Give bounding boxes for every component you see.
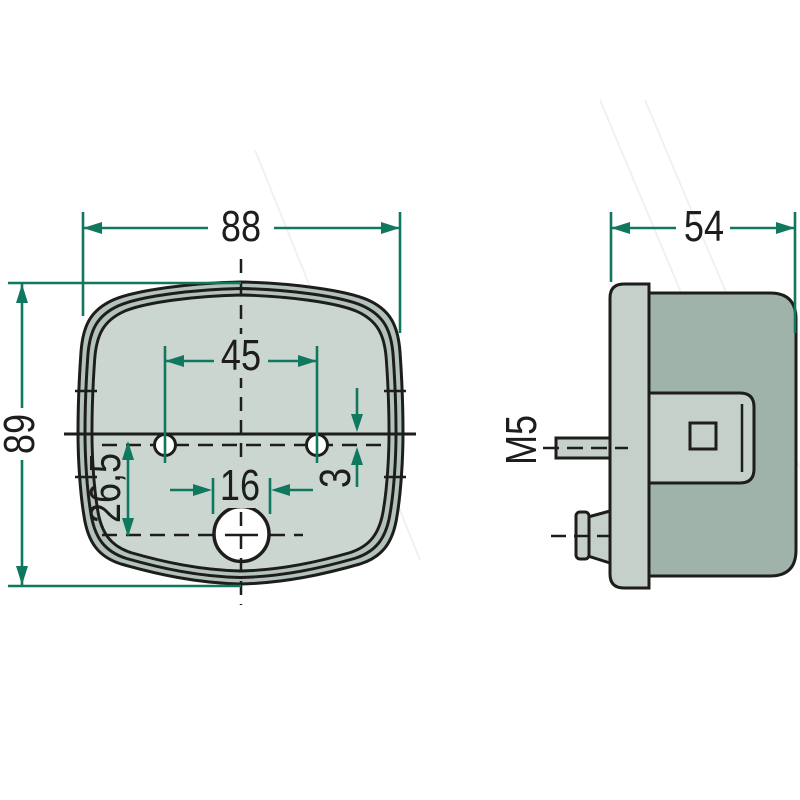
dimension-line-offset-3	[351, 388, 363, 487]
dimension-center-offset-26-5	[122, 441, 134, 537]
dimension-height-89	[8, 281, 241, 588]
dimension-hole-spacing-45	[163, 346, 319, 463]
side-view	[543, 212, 798, 590]
lens-rim-side	[608, 282, 651, 590]
bracket-square-hole	[688, 421, 718, 451]
dimension-bottom-hole-16	[170, 478, 313, 514]
front-dimensions	[8, 212, 402, 588]
mounting-bracket	[647, 391, 756, 485]
rim-tick-marks	[75, 389, 406, 479]
dimension-width-88	[81, 212, 402, 333]
dimension-depth-54	[609, 212, 797, 333]
front-view	[8, 212, 416, 605]
